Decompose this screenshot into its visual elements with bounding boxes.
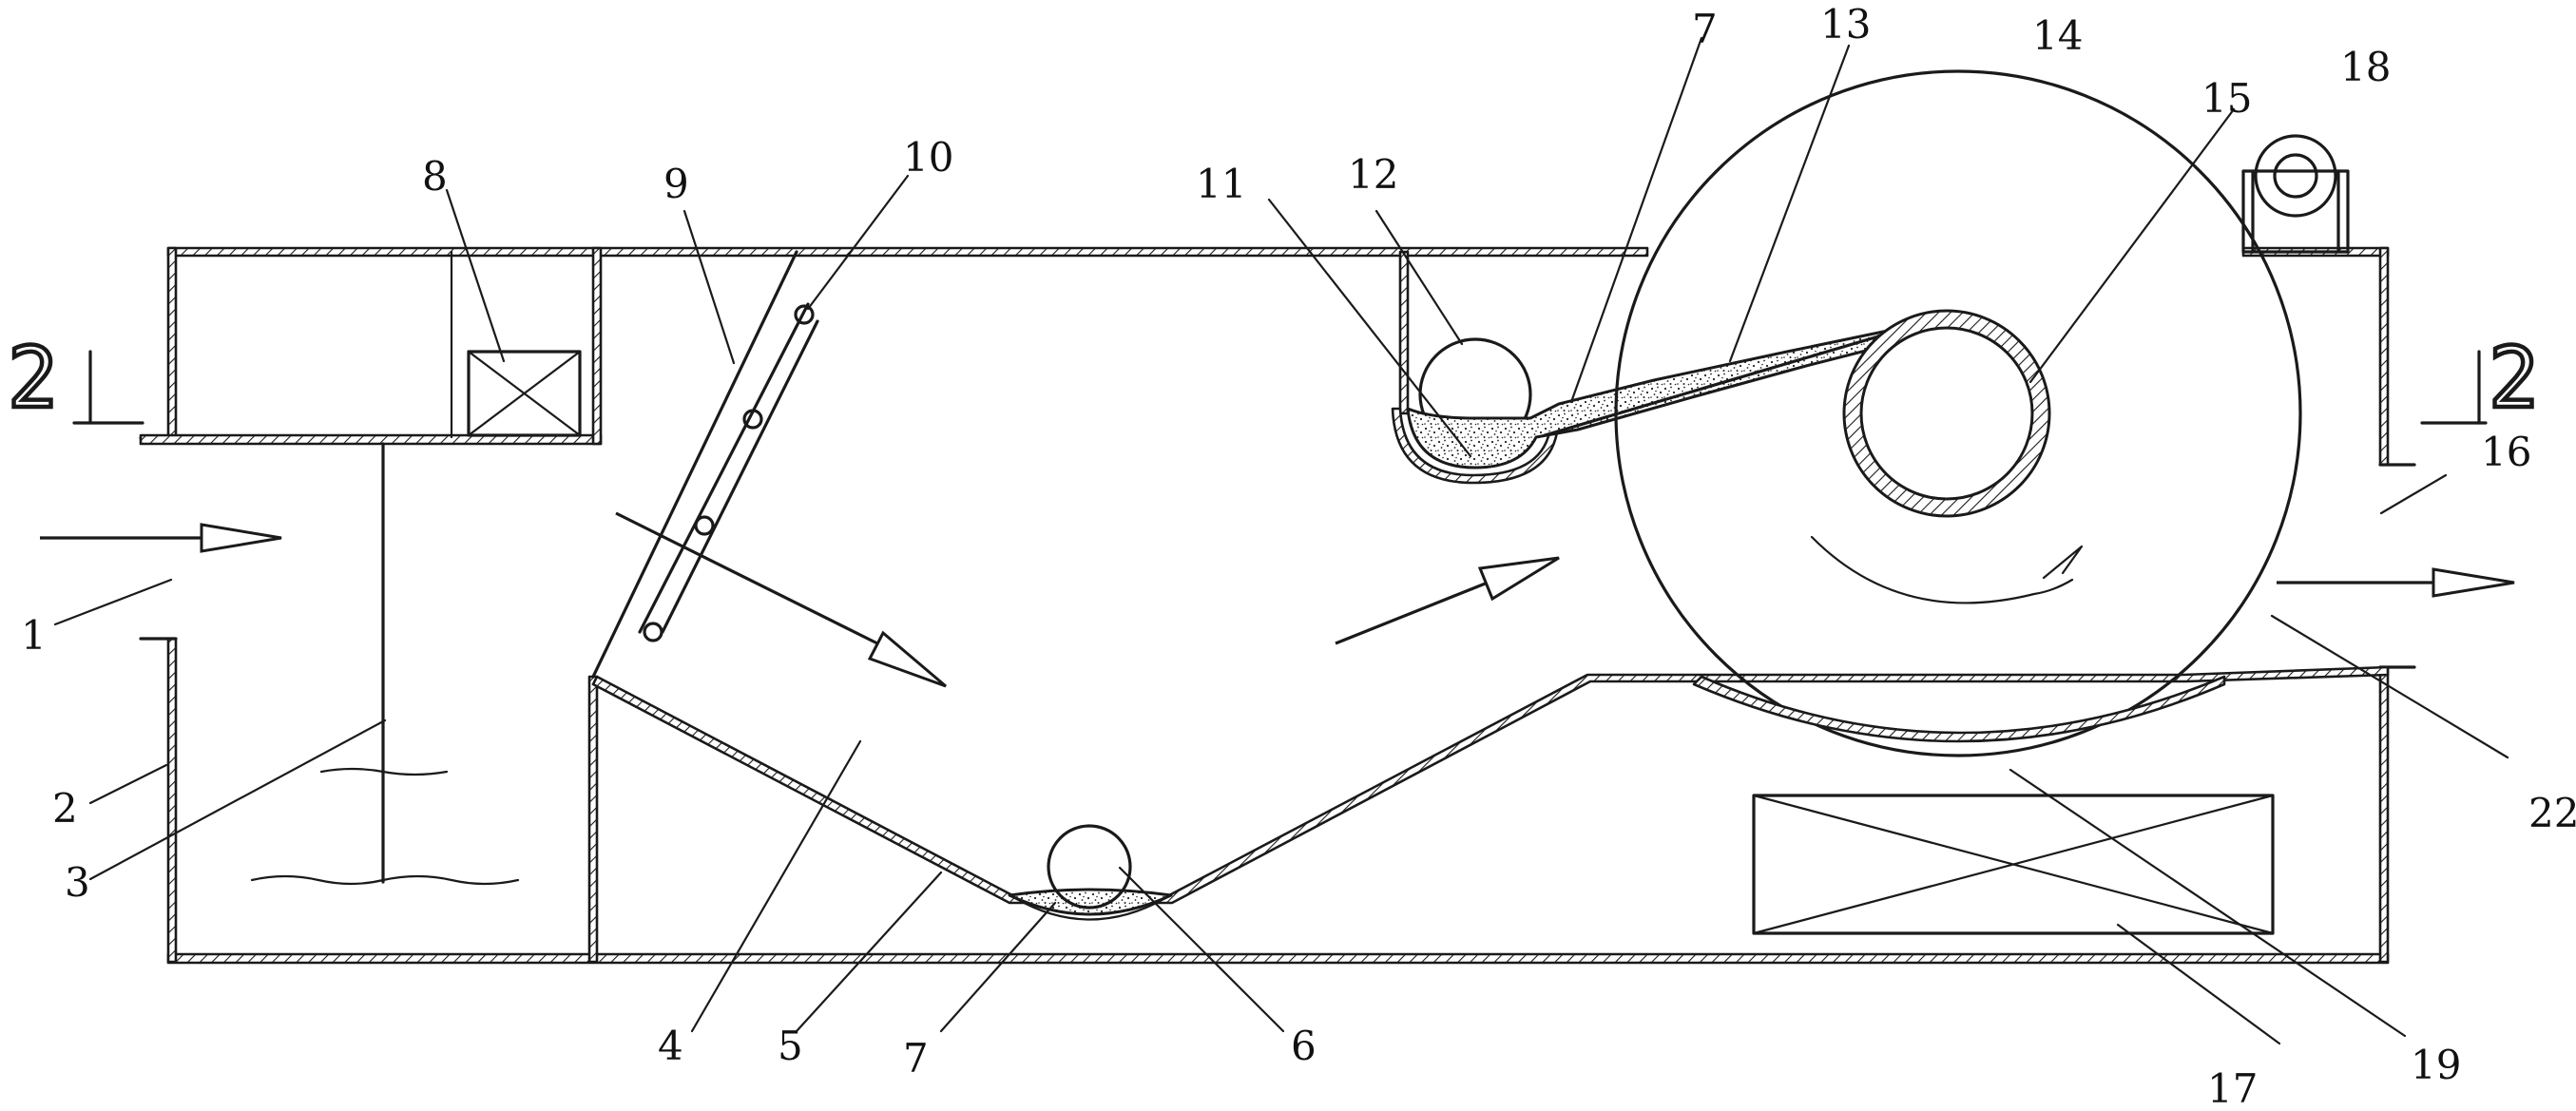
motor-circle (2254, 134, 2337, 218)
label-19: 19 (2411, 1042, 2461, 1088)
leader-lines (53, 36, 2509, 1045)
mixer (250, 442, 520, 886)
left-wall-upper (166, 246, 178, 440)
section-mark-left: 2 (6, 327, 144, 429)
drum-bottom-seal (1692, 675, 2226, 743)
bottom-wall (166, 952, 2390, 965)
label-8: 8 (422, 153, 448, 200)
drive-motor (2241, 134, 2350, 254)
mixer-blade-upper (319, 767, 449, 776)
motor-housing (2241, 169, 2350, 254)
inlet-arrow (40, 523, 282, 553)
sludge-scraper-sediment (1406, 324, 1913, 469)
label-7-top: 7 (1692, 6, 1718, 52)
label-2: 2 (52, 785, 78, 832)
settling-flow-arrow (615, 511, 947, 688)
left-wall-lower (166, 637, 178, 964)
label-5: 5 (778, 1023, 803, 1069)
outlet-arrow (2277, 567, 2515, 598)
right-wall-upper (2378, 246, 2390, 467)
section-mark-right-label: 2 (2489, 329, 2539, 427)
label-13: 13 (1820, 1, 1871, 48)
label-6: 6 (1291, 1023, 1317, 1069)
label-4: 4 (658, 1023, 683, 1069)
label-10: 10 (903, 134, 953, 181)
flow-arrows (40, 511, 2515, 688)
filtrate-box-rect (1752, 794, 2275, 935)
right-wall-lower (2378, 665, 2390, 964)
rising-flow-arrow (1335, 556, 1560, 645)
hopper-floor (591, 665, 2390, 905)
sludge-auger-bottom (1047, 824, 1132, 910)
label-16: 16 (2481, 429, 2531, 475)
baffle-vertical-wall (587, 675, 599, 964)
callout-labels: 1 2 3 4 5 6 7 7 8 9 10 11 12 13 14 15 16… (21, 1, 2576, 1111)
sludge-trough (1391, 250, 1932, 485)
label-3: 3 (65, 859, 90, 906)
trough-left-wall (1398, 250, 1410, 415)
label-7-bottom: 7 (903, 1035, 929, 1082)
inlet-chamber-right-wall (591, 246, 603, 446)
chemical-dosing-box (467, 350, 582, 437)
drum-disc (1614, 69, 2302, 757)
label-15: 15 (2201, 75, 2252, 122)
label-1: 1 (21, 612, 47, 659)
inlet-chamber (139, 246, 603, 446)
scraper-rail-outer (638, 302, 810, 634)
label-18: 18 (2340, 44, 2391, 90)
scraper-rail-inner (661, 319, 819, 634)
tank-housing (139, 246, 2416, 965)
section-mark-right: 2 (2420, 327, 2541, 429)
drum-filter (1614, 69, 2302, 757)
label-14: 14 (2032, 12, 2083, 59)
label-9: 9 (663, 161, 689, 207)
rotation-arc (1810, 535, 2074, 604)
section-mark-left-label: 2 (8, 329, 58, 427)
settling-hopper (591, 665, 2390, 921)
mixer-blade-lower (250, 874, 520, 886)
label-11: 11 (1196, 161, 1246, 207)
label-17: 17 (2207, 1065, 2258, 1111)
label-12: 12 (1348, 151, 1398, 198)
inclined-baffle (587, 250, 819, 964)
top-wall (166, 246, 1649, 258)
label-22: 22 (2528, 790, 2576, 836)
filtrate-box (1752, 794, 2275, 935)
sediment-bottom (1008, 888, 1173, 916)
